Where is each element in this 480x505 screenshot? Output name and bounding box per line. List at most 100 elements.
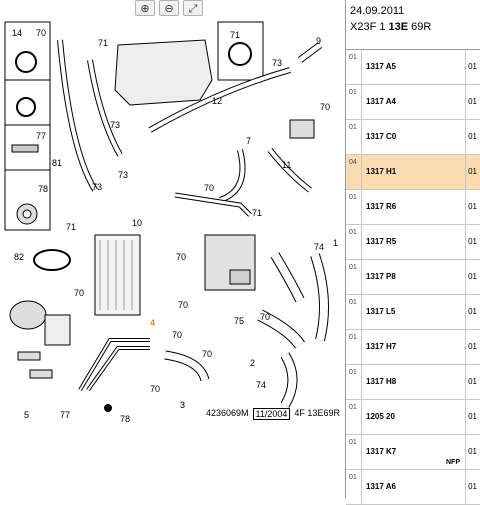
part-quantity: 01 <box>468 377 477 386</box>
header-date: 24.09.2011 <box>350 5 405 17</box>
part-index: 01 <box>349 299 357 306</box>
part-quantity: 01 <box>468 482 477 491</box>
callout-label: 2 <box>250 358 256 368</box>
callout-label: 12 <box>212 96 223 106</box>
callout-label: 75 <box>234 316 245 326</box>
callout-label: 74 <box>256 380 267 390</box>
part-reference: 1317 L5 <box>366 307 396 316</box>
part-reference: 1317 A6 <box>366 482 396 491</box>
callout-label: 70 <box>178 300 189 310</box>
callout-label: 81 <box>52 158 63 168</box>
part-quantity: 01 <box>468 167 477 176</box>
callout-label: 70 <box>204 183 215 193</box>
zoom-out-icon: ⊖ <box>164 3 174 15</box>
part-row[interactable]: 01 1205 20 01 <box>346 400 480 435</box>
callout-label: 14 <box>12 28 23 38</box>
part-quantity: 01 <box>468 237 477 246</box>
callout-label: 73 <box>110 120 121 130</box>
callout-label: 71 <box>66 222 77 232</box>
header-model: X23F 1 13E 69R <box>350 21 432 33</box>
callout-label: 70 <box>320 102 331 112</box>
part-reference: 1317 P8 <box>366 272 396 281</box>
parts-table: 01 1317 A5 01 01 1317 A4 01 01 1317 C0 01 04 1317 … <box>346 50 480 505</box>
callout-label: 70 <box>74 288 85 298</box>
diagram-drawing <box>4 21 329 412</box>
part-row[interactable]: 01 1317 A6 01 <box>346 470 480 505</box>
part-index: 01 <box>349 124 357 131</box>
callout-label: 73 <box>118 170 129 180</box>
part-reference: 1317 R6 <box>366 202 397 211</box>
callout-label: 71 <box>98 38 109 48</box>
part-row[interactable]: 01 1317 H7 01 <box>346 330 480 365</box>
part-quantity: 01 <box>468 412 477 421</box>
part-index: 01 <box>349 89 357 96</box>
part-row[interactable]: 04 1317 H1 01 <box>346 155 480 190</box>
part-row[interactable]: 01 1317 P8 01 <box>346 260 480 295</box>
callout-label: 70 <box>176 252 187 262</box>
zoom-in-icon: ⊕ <box>140 3 150 15</box>
callout-label: 10 <box>132 218 143 228</box>
part-quantity: 01 <box>468 307 477 316</box>
part-quantity: 01 <box>468 132 477 141</box>
callout-label: 78 <box>38 184 49 194</box>
part-quantity: 01 <box>468 202 477 211</box>
part-index: 01 <box>349 369 357 376</box>
zoom-fit-icon: ⤢ <box>188 3 198 15</box>
part-index: 01 <box>349 404 357 411</box>
part-reference: 1317 A5 <box>366 62 396 71</box>
callout-label: 70 <box>150 384 161 394</box>
part-index: 01 <box>349 194 357 201</box>
part-quantity: 01 <box>468 97 477 106</box>
callout-label: 77 <box>36 131 47 141</box>
part-index: 01 <box>349 439 357 446</box>
parts-header: 24.09.2011 X23F 1 13E 69R <box>346 0 480 50</box>
part-row[interactable]: 01 1317 R6 01 <box>346 190 480 225</box>
callout-label: 1 <box>333 238 339 248</box>
callout-label: 70 <box>260 312 271 322</box>
callout-label: 71 <box>230 30 241 40</box>
zoom-fit-button[interactable]: ⤢ <box>183 0 203 16</box>
part-row[interactable]: 01 1317 A4 01 <box>346 85 480 120</box>
callout-label: 4 <box>150 318 156 328</box>
diagram-toolbar: ⊕ ⊖ ⤢ <box>135 0 203 18</box>
callout-label: 82 <box>14 252 25 262</box>
part-quantity: 01 <box>468 272 477 281</box>
callout-label: 71 <box>252 208 263 218</box>
callout-label: 3 <box>180 400 186 410</box>
part-reference: 1317 C0 <box>366 132 397 141</box>
part-row[interactable]: 01 1317 L5 01 <box>346 295 480 330</box>
callout-label: 11 <box>282 160 292 170</box>
part-reference: 1317 H7 <box>366 342 397 351</box>
zoom-out-button[interactable]: ⊖ <box>159 0 179 16</box>
callout-label: 74 <box>314 242 325 252</box>
part-row[interactable]: 01 1317 C0 01 <box>346 120 480 155</box>
part-note: NFP <box>446 459 460 466</box>
part-index: 04 <box>349 159 357 166</box>
callout-label: 77 <box>60 410 71 420</box>
part-index: 01 <box>349 334 357 341</box>
part-reference: 1317 A4 <box>366 97 396 106</box>
part-quantity: 01 <box>468 342 477 351</box>
callout-label: 7 <box>246 136 252 146</box>
part-row[interactable]: 01 1317 R5 01 <box>346 225 480 260</box>
zoom-in-button[interactable]: ⊕ <box>135 0 155 16</box>
part-quantity: 01 <box>468 447 477 456</box>
part-reference: 1317 H1 <box>366 167 397 176</box>
callout-label: 73 <box>272 58 283 68</box>
callout-label: 5 <box>24 410 30 420</box>
part-index: 01 <box>349 54 357 61</box>
part-index: 01 <box>349 264 357 271</box>
callout-label: 78 <box>120 414 131 424</box>
part-reference: 1317 R5 <box>366 237 397 246</box>
part-reference: 1205 20 <box>366 412 395 421</box>
doc-date: 11/2004 <box>252 408 291 420</box>
doc-reference: 4236069M 11/2004 4F 13E69R <box>206 408 340 420</box>
part-index: 01 <box>349 474 357 481</box>
part-index: 01 <box>349 229 357 236</box>
doc-code: 4F 13E69R <box>294 408 340 418</box>
callout-label: 70 <box>36 28 47 38</box>
